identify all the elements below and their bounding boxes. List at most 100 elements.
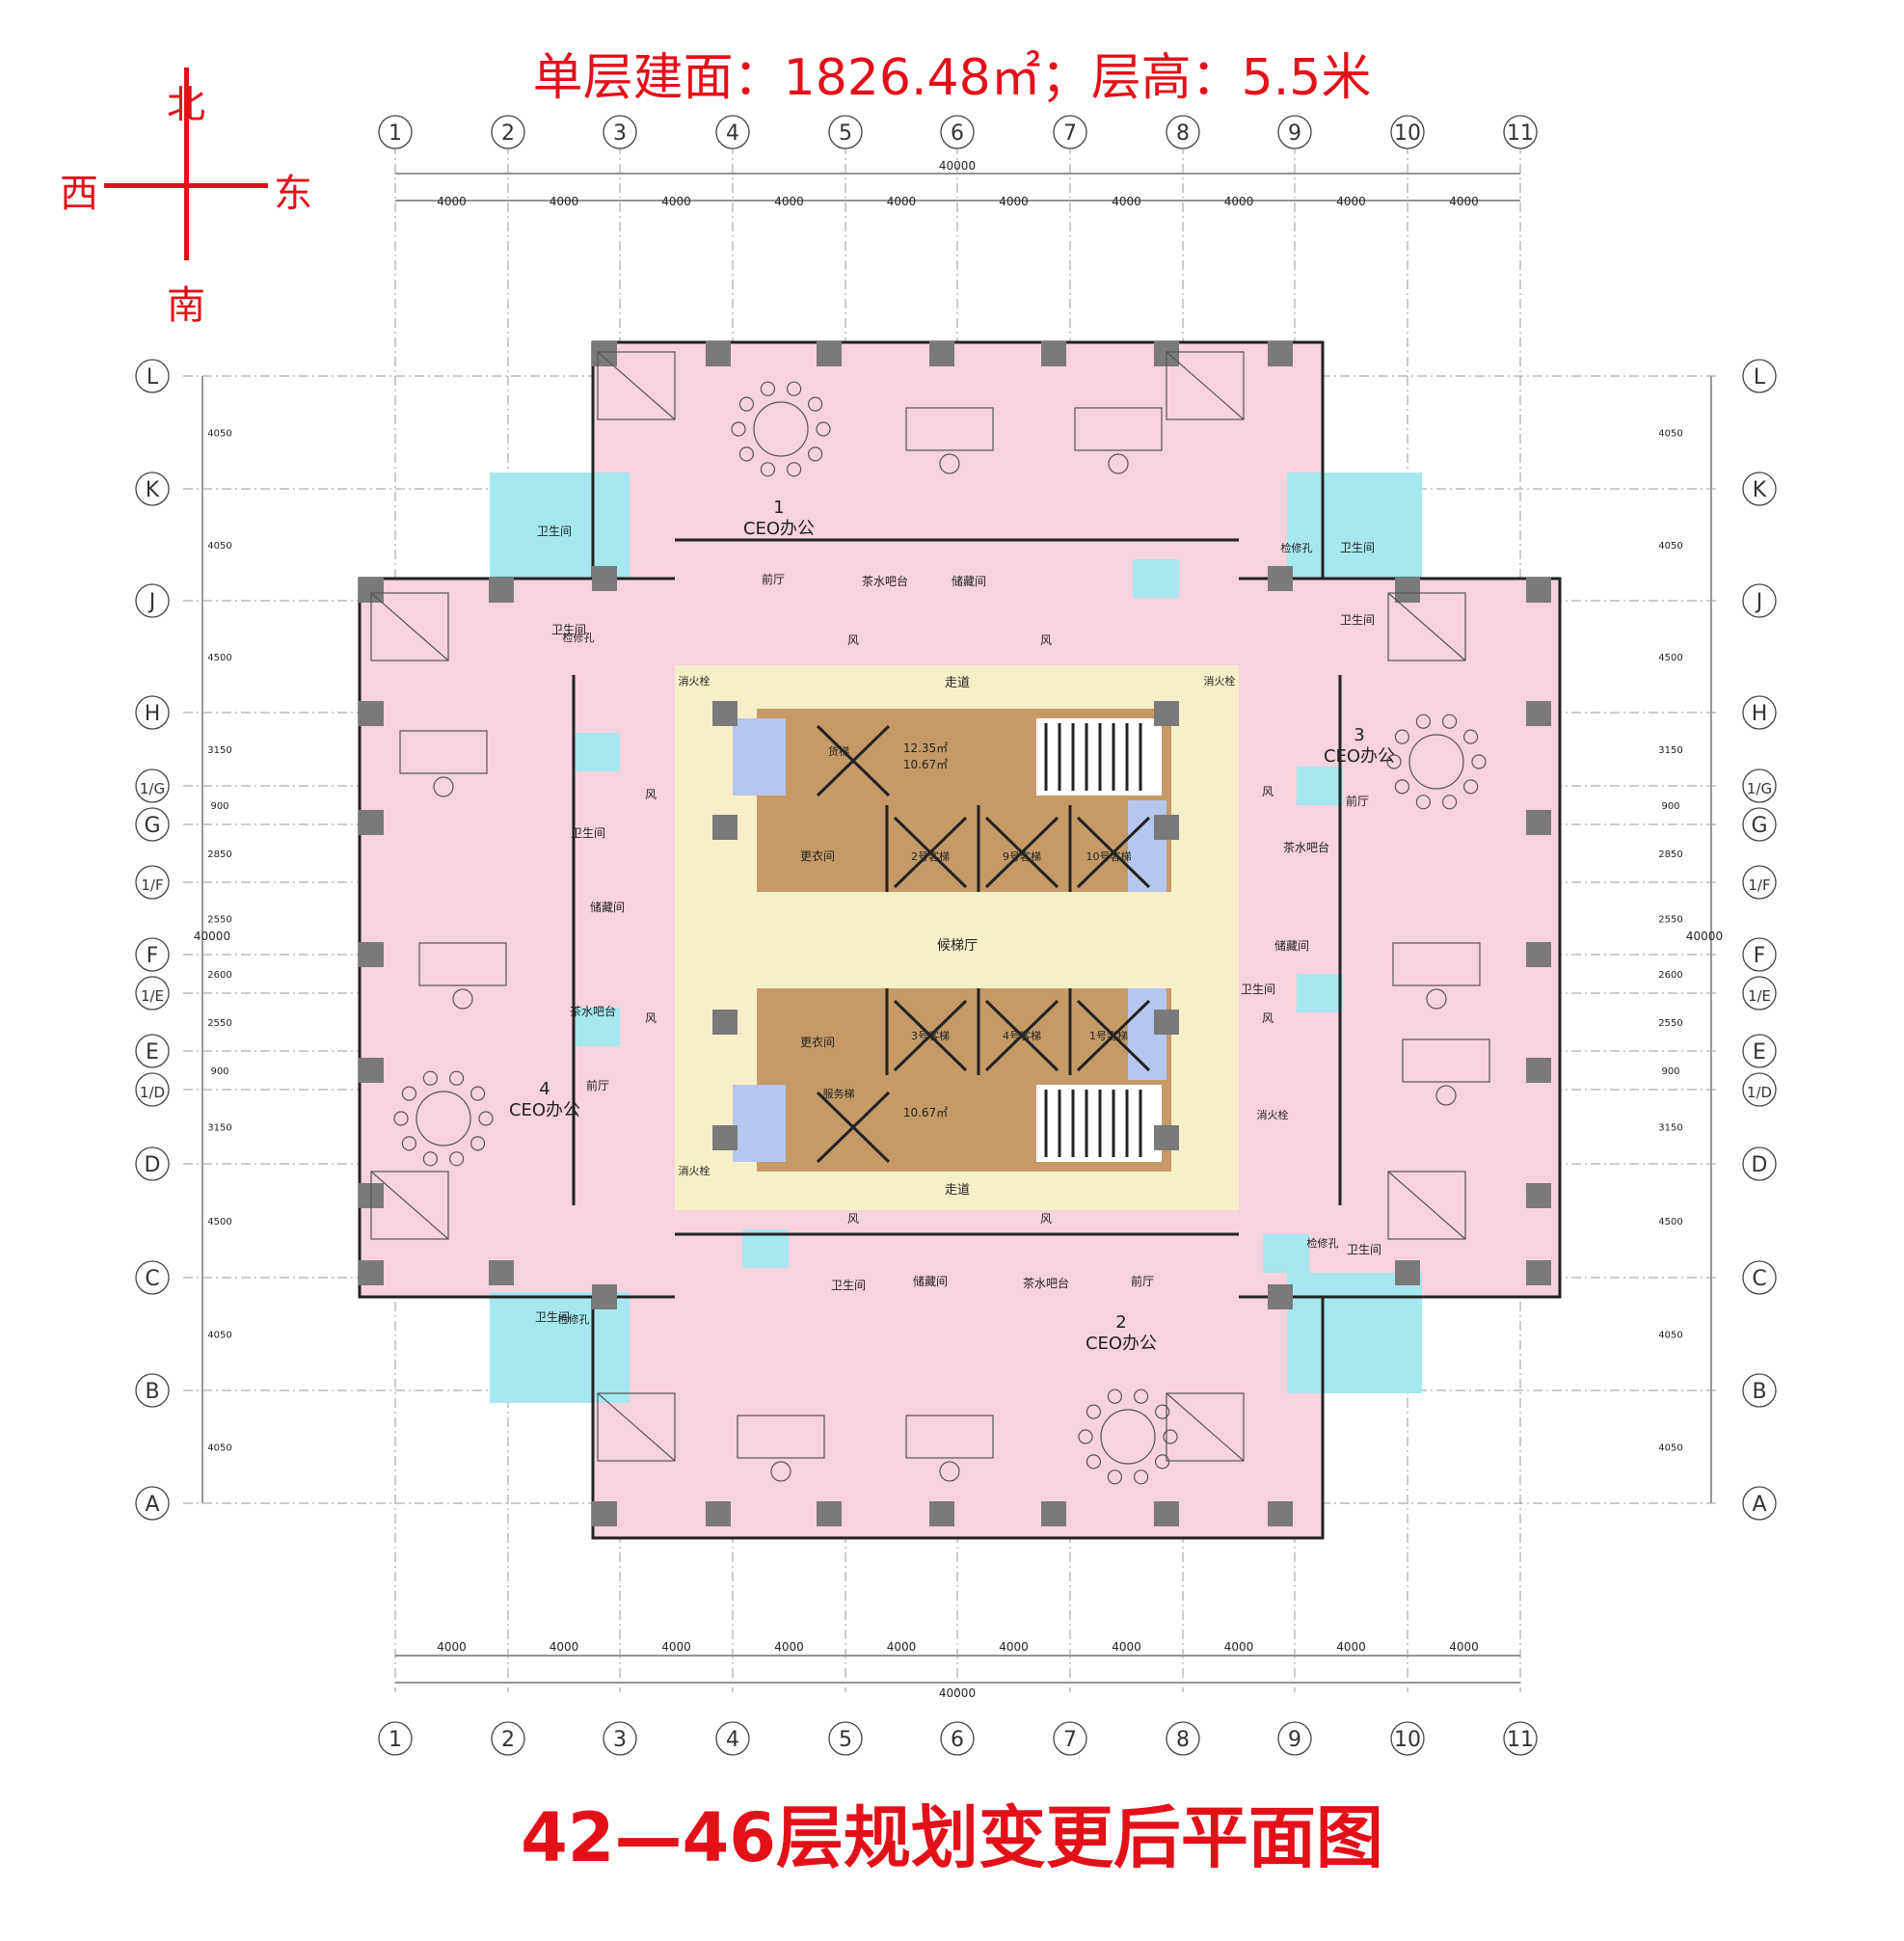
bed-line bbox=[370, 1171, 449, 1240]
row-bubble-left-1/F-label: 1/F bbox=[141, 876, 163, 894]
dining-chair bbox=[738, 446, 755, 462]
row-dim-left: 4050 bbox=[207, 429, 231, 440]
compass-west-label: 西 bbox=[60, 172, 98, 216]
dining-chair bbox=[1133, 1388, 1149, 1404]
column-6 bbox=[1268, 341, 1293, 366]
bay-dim-bottom: 4000 bbox=[1112, 1640, 1141, 1654]
furniture bbox=[370, 351, 1490, 1485]
dining-chair bbox=[1078, 1429, 1093, 1444]
bay-dim-top: 4000 bbox=[437, 195, 467, 208]
bed-line bbox=[597, 1392, 676, 1462]
row-bubble-right-B bbox=[1742, 1373, 1777, 1408]
column-34 bbox=[1154, 1501, 1179, 1526]
dining-chair bbox=[786, 381, 802, 396]
row-bubble-right-G-label: G bbox=[1751, 814, 1767, 838]
dining-chair bbox=[401, 1136, 416, 1151]
column-26 bbox=[1526, 1260, 1551, 1285]
col-bubble-top-5 bbox=[828, 115, 863, 149]
bay-dim-bottom: 4000 bbox=[774, 1640, 804, 1654]
col-bubble-bottom-8-label: 8 bbox=[1176, 1728, 1190, 1752]
row-dim-right: 2550 bbox=[1658, 1018, 1682, 1029]
dining-chair bbox=[401, 1086, 416, 1101]
compass-south-label: 南 bbox=[167, 283, 205, 328]
bay-dim-top: 4000 bbox=[1336, 195, 1366, 208]
row-bubble-left-H-label: H bbox=[145, 702, 161, 726]
office-label-2: CEO办公 bbox=[1086, 1334, 1157, 1354]
col-bubble-bottom-7 bbox=[1053, 1721, 1087, 1756]
dining-chair bbox=[1154, 1454, 1170, 1469]
total-width-label-top: 40000 bbox=[939, 159, 976, 173]
dining-chair bbox=[1107, 1469, 1123, 1485]
bed-line bbox=[1166, 351, 1245, 420]
bed-0 bbox=[597, 351, 676, 420]
col-bubble-bottom-3 bbox=[603, 1721, 637, 1756]
chair bbox=[1426, 988, 1447, 1010]
bath-sw bbox=[490, 1292, 630, 1403]
small-toilet-2 bbox=[1297, 767, 1343, 805]
toilet-label-2: 卫生间 bbox=[1340, 613, 1375, 627]
row-bubble-left-D bbox=[135, 1146, 170, 1181]
small-toilet-0 bbox=[574, 733, 620, 771]
row-dim-right: 3150 bbox=[1658, 745, 1682, 756]
row-bubble-left-H bbox=[135, 695, 170, 730]
bay-dim-top: 4000 bbox=[887, 195, 917, 208]
dining-chair bbox=[731, 421, 746, 437]
area-label-c: 10.67㎡ bbox=[903, 1106, 948, 1119]
row-dim-left: 2850 bbox=[207, 849, 231, 860]
office-number-2: 2 bbox=[1115, 1312, 1126, 1333]
dining-chair bbox=[760, 381, 776, 396]
storage-label-0: 储藏间 bbox=[952, 574, 986, 588]
office-number-4: 4 bbox=[539, 1079, 550, 1099]
chair bbox=[1108, 453, 1129, 474]
bay-dim-bottom: 4000 bbox=[999, 1640, 1029, 1654]
row-dim-left: 4050 bbox=[207, 1443, 231, 1454]
column-33 bbox=[1041, 1501, 1066, 1526]
elevator-4-label: 4号客梯 bbox=[1003, 1029, 1041, 1042]
row-dim-left: 2550 bbox=[207, 915, 231, 926]
dining-chair bbox=[1394, 779, 1410, 795]
column-11 bbox=[1395, 578, 1420, 603]
row-bubble-left-D-label: D bbox=[145, 1153, 161, 1177]
dining-chair bbox=[1441, 714, 1458, 729]
col-bubble-bottom-9-label: 9 bbox=[1288, 1728, 1301, 1752]
service-room-sw bbox=[733, 1085, 786, 1162]
desk-or-sofa-3 bbox=[418, 942, 507, 986]
fire-hose-label-1: 消火栓 bbox=[1204, 674, 1236, 687]
dining-chair bbox=[422, 1070, 438, 1086]
tea-bar-label-2: 茶水吧台 bbox=[1283, 840, 1329, 854]
dining-chair bbox=[738, 396, 755, 412]
elevator-x-b-4 bbox=[984, 999, 1059, 1072]
bay-dim-bottom: 4000 bbox=[1224, 1640, 1254, 1654]
bed-5 bbox=[1387, 1171, 1466, 1240]
bath-ne bbox=[1287, 472, 1422, 579]
col-bubble-top-1-label: 1 bbox=[389, 121, 402, 146]
dining-chair bbox=[1441, 795, 1458, 810]
bay-dim-bottom: 4000 bbox=[661, 1640, 691, 1654]
col-bubble-top-5-label: 5 bbox=[839, 121, 852, 146]
bed-line bbox=[1387, 592, 1466, 661]
dining-chair bbox=[449, 1070, 465, 1086]
area-label-b: 10.67㎡ bbox=[903, 758, 948, 771]
dining-chair bbox=[1462, 729, 1479, 744]
row-dim-right: 2550 bbox=[1658, 915, 1682, 926]
row-bubble-left-B-label: B bbox=[145, 1380, 159, 1404]
row-bubble-left-L bbox=[135, 359, 170, 393]
bed-6 bbox=[597, 1392, 676, 1462]
bay-dim-bottom: 4000 bbox=[550, 1640, 579, 1654]
elevator-x-b-1 bbox=[984, 816, 1059, 889]
dining-chair bbox=[478, 1111, 494, 1126]
column-42 bbox=[1154, 1010, 1179, 1035]
foyer-label-1: 前厅 bbox=[1131, 1274, 1154, 1288]
row-bubble-left-F-label: F bbox=[147, 944, 159, 968]
row-dim-right: 900 bbox=[1661, 1066, 1679, 1077]
chair bbox=[1435, 1085, 1457, 1106]
dining-chair bbox=[470, 1136, 486, 1151]
office-label-4: CEO办公 bbox=[509, 1100, 580, 1120]
corridor-label-north: 走道 bbox=[945, 676, 970, 690]
small-toilet-5 bbox=[742, 1229, 789, 1268]
column-4 bbox=[1041, 341, 1066, 366]
wind-label-4: 风 bbox=[645, 788, 657, 801]
row-bubble-right-1/G bbox=[1742, 768, 1777, 803]
inspection-label-ne: 检修孔 bbox=[1281, 541, 1313, 554]
storage-label-1: 储藏间 bbox=[913, 1274, 948, 1288]
